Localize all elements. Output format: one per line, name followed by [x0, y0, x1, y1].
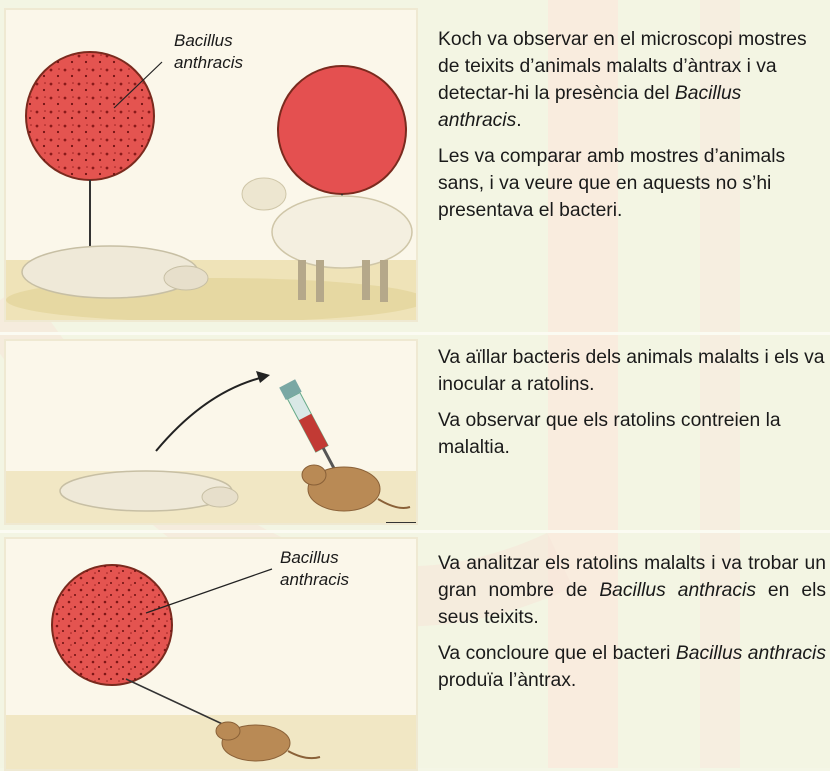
panel-conclusion: Bacillus anthracis Va analitzar els rato… [0, 530, 830, 771]
label-line-1: Bacillus [280, 548, 339, 567]
paragraph-2: Va observar que els ratolins contreien l… [438, 410, 781, 458]
text-span: en els seus teixits. [438, 580, 826, 628]
label-line-1: Bacillus [174, 31, 233, 50]
text-span: Va concloure que el bacteri [438, 643, 676, 664]
bacillus-label: Bacillus anthracis [280, 547, 349, 591]
panel-observation: Bacillus anthracis Koch va observar en e… [0, 0, 830, 328]
bacillus-label: Bacillus anthracis [174, 30, 243, 74]
paragraph-1: Va analitzar els ratolins malalts i va t… [438, 550, 826, 631]
paragraph-2: Va concloure que el bacteri Bacillus ant… [438, 640, 826, 694]
panel-2-text: Va aïllar bacteris dels animals malalts … [438, 344, 826, 470]
paragraph-1: Koch va observar en el microscopi mostre… [438, 26, 826, 134]
italic-span: Bacillus anthracis [438, 83, 742, 131]
paragraph-2: Les va comparar amb mostres d’ani­mals s… [438, 146, 786, 221]
illustration-infected-mouse: Bacillus anthracis [4, 537, 418, 771]
panel-1-text: Koch va observar en el microscopi mostre… [438, 26, 826, 233]
label-line-2: anthracis [280, 570, 349, 589]
text-span: Va analitzar els ratolins malalts i va t… [438, 553, 826, 601]
text-span: . [516, 110, 522, 131]
illustration-inoculation [4, 339, 418, 525]
italic-span: Bacillus anthracis [599, 580, 756, 601]
label-line-2: anthracis [174, 53, 243, 72]
panel-3-text: Va analitzar els ratolins malalts i va t… [438, 550, 826, 703]
panel-inoculation: Va aïllar bacteris dels animals malalts … [0, 332, 830, 527]
illustration-sick-and-healthy-sheep: Bacillus anthracis [4, 8, 418, 322]
text-span: produïa l’àntrax. [438, 670, 577, 691]
paragraph-1: Va aïllar bacteris dels animals malalts … [438, 347, 825, 395]
italic-span: Bacillus anthracis [675, 643, 826, 664]
text-span: Koch va observar en el microscopi mostre… [438, 29, 807, 104]
